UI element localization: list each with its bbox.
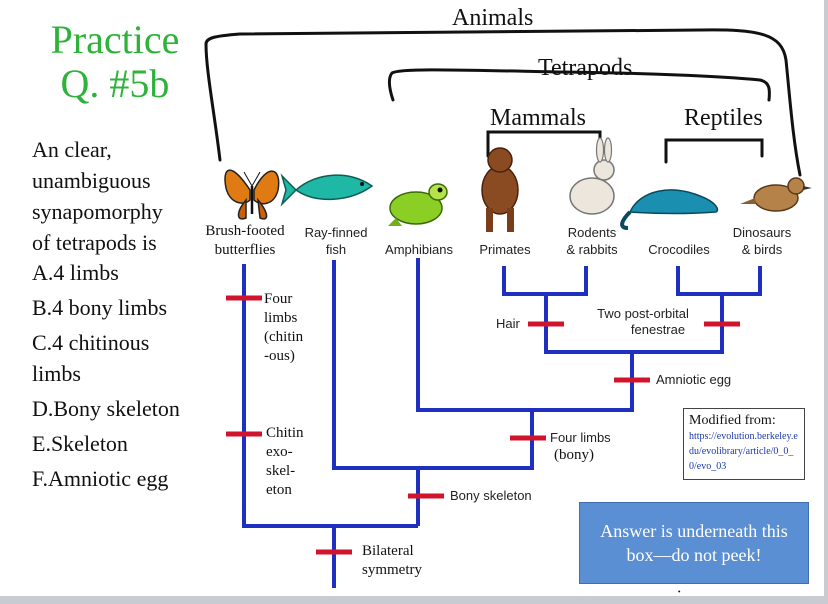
reptiles-bracket xyxy=(664,138,764,164)
title-line-2: Q. #5b xyxy=(60,61,170,106)
trait-label-amniotic-egg: Amniotic egg xyxy=(656,372,732,387)
label-animals: Animals xyxy=(452,5,534,31)
trait-label-four-limbs-chitin: Four limbs (chitin -ous) xyxy=(264,290,324,366)
source-box: Modified from: https://evolution.berkele… xyxy=(683,408,805,480)
butterfly-image xyxy=(224,169,280,220)
frog-image xyxy=(388,183,448,226)
taxon-line: Amphibians xyxy=(385,242,453,257)
trait-line: eton xyxy=(266,482,292,498)
source-heading: Modified from: xyxy=(689,413,776,428)
answer-cover-box[interactable]: Answer is underneath this box—do not pee… xyxy=(579,502,809,584)
rabbit-image xyxy=(569,137,615,215)
taxon-label-dinosaurs: Dinosaurs & birds xyxy=(724,224,800,258)
label-reptiles: Reptiles xyxy=(684,105,763,131)
taxon-line: butterflies xyxy=(214,242,276,258)
slide-bottom-edge xyxy=(0,596,828,604)
answer-options: A.4 limbs B.4 bony limbs C.4 chitinous l… xyxy=(32,257,202,498)
taxon-label-amphibians: Amphibians xyxy=(376,241,462,258)
trait-label-hair: Hair xyxy=(496,316,520,331)
primate-image xyxy=(481,147,519,232)
trait-label-chitin-exoskeleton: Chitin exo- skel- eton xyxy=(266,424,326,500)
option-e: E.Skeleton xyxy=(32,431,128,456)
taxon-label-fish: Ray-finned fish xyxy=(294,224,378,258)
taxon-line: fish xyxy=(325,242,347,257)
trait-line: -ous) xyxy=(264,348,295,364)
question-line: synapomorphy xyxy=(32,199,163,224)
trait-line: Two post-orbital xyxy=(597,306,689,321)
taxon-line: & birds xyxy=(741,242,783,257)
trait-line: (chitin xyxy=(264,329,304,345)
trait-line: limbs xyxy=(264,310,298,326)
option-c: C.4 chitinous limbs xyxy=(32,330,150,386)
trait-line: Bilateral xyxy=(362,543,414,559)
trait-line: Four xyxy=(264,291,293,307)
branch-butterflies xyxy=(242,264,336,528)
taxon-label-rodents: Rodents & rabbits xyxy=(552,224,632,258)
trait-line: fenestrae xyxy=(630,322,686,337)
fish-image xyxy=(280,173,374,207)
trait-line: exo- xyxy=(266,444,293,460)
label-mammals: Mammals xyxy=(490,105,586,131)
branch-amphibians xyxy=(416,258,634,412)
source-link[interactable]: https://evolution.berkeley.edu/evolibrar… xyxy=(689,431,798,472)
trait-label-four-limbs-bony: Four limbs xyxy=(550,430,611,446)
question-line: unambiguous xyxy=(32,168,151,193)
question-line: An clear, xyxy=(32,137,112,162)
option-f: F.Amniotic egg xyxy=(32,466,169,491)
label-tetrapods: Tetrapods xyxy=(538,55,633,81)
crocodile-image xyxy=(620,189,719,230)
taxon-label-crocodiles: Crocodiles xyxy=(638,241,720,258)
taxon-line: Dinosaurs xyxy=(732,225,792,240)
trait-line: Chitin xyxy=(266,425,304,441)
branch-reptiles xyxy=(676,266,762,296)
hidden-answer-peek: : xyxy=(677,585,682,602)
trait-label-bilateral: Bilateral symmetry xyxy=(362,542,442,580)
animals-bracket xyxy=(204,28,802,177)
taxon-label-primates: Primates xyxy=(470,241,540,258)
taxon-line: Ray-finned xyxy=(304,225,368,240)
taxon-line: Crocodiles xyxy=(648,242,710,257)
taxon-label-butterflies: Brush-footed butterflies xyxy=(196,222,294,260)
option-d: D.Bony skeleton xyxy=(32,396,180,421)
trait-label-post-orbital: Two post-orbital fenestrae xyxy=(588,306,698,338)
taxon-line: Brush-footed xyxy=(205,223,285,239)
taxon-line: & rabbits xyxy=(566,242,618,257)
trait-label-bony-qualifier: (bony) xyxy=(554,447,594,463)
taxon-line: Rodents xyxy=(567,225,617,240)
taxon-line: Primates xyxy=(479,242,531,257)
question-line: of tetrapods is xyxy=(32,230,157,255)
slide-edge xyxy=(824,0,828,604)
bird-image xyxy=(740,177,812,212)
answer-box-line: box—do not peek! xyxy=(626,545,762,565)
page-title: Practice Q. #5b xyxy=(30,18,200,106)
answer-box-line: Answer is underneath this xyxy=(600,521,788,541)
trait-line: Four limbs xyxy=(550,430,611,445)
tetrapods-bracket xyxy=(388,68,771,102)
option-a: A.4 limbs xyxy=(32,260,119,285)
title-line-1: Practice xyxy=(50,17,180,62)
option-b: B.4 bony limbs xyxy=(32,295,168,320)
trait-line: skel- xyxy=(266,463,296,479)
trait-line: symmetry xyxy=(362,562,422,578)
question-text: An clear, unambiguous synapomorphy of te… xyxy=(32,134,202,258)
trait-label-bony-skeleton: Bony skeleton xyxy=(450,488,532,503)
